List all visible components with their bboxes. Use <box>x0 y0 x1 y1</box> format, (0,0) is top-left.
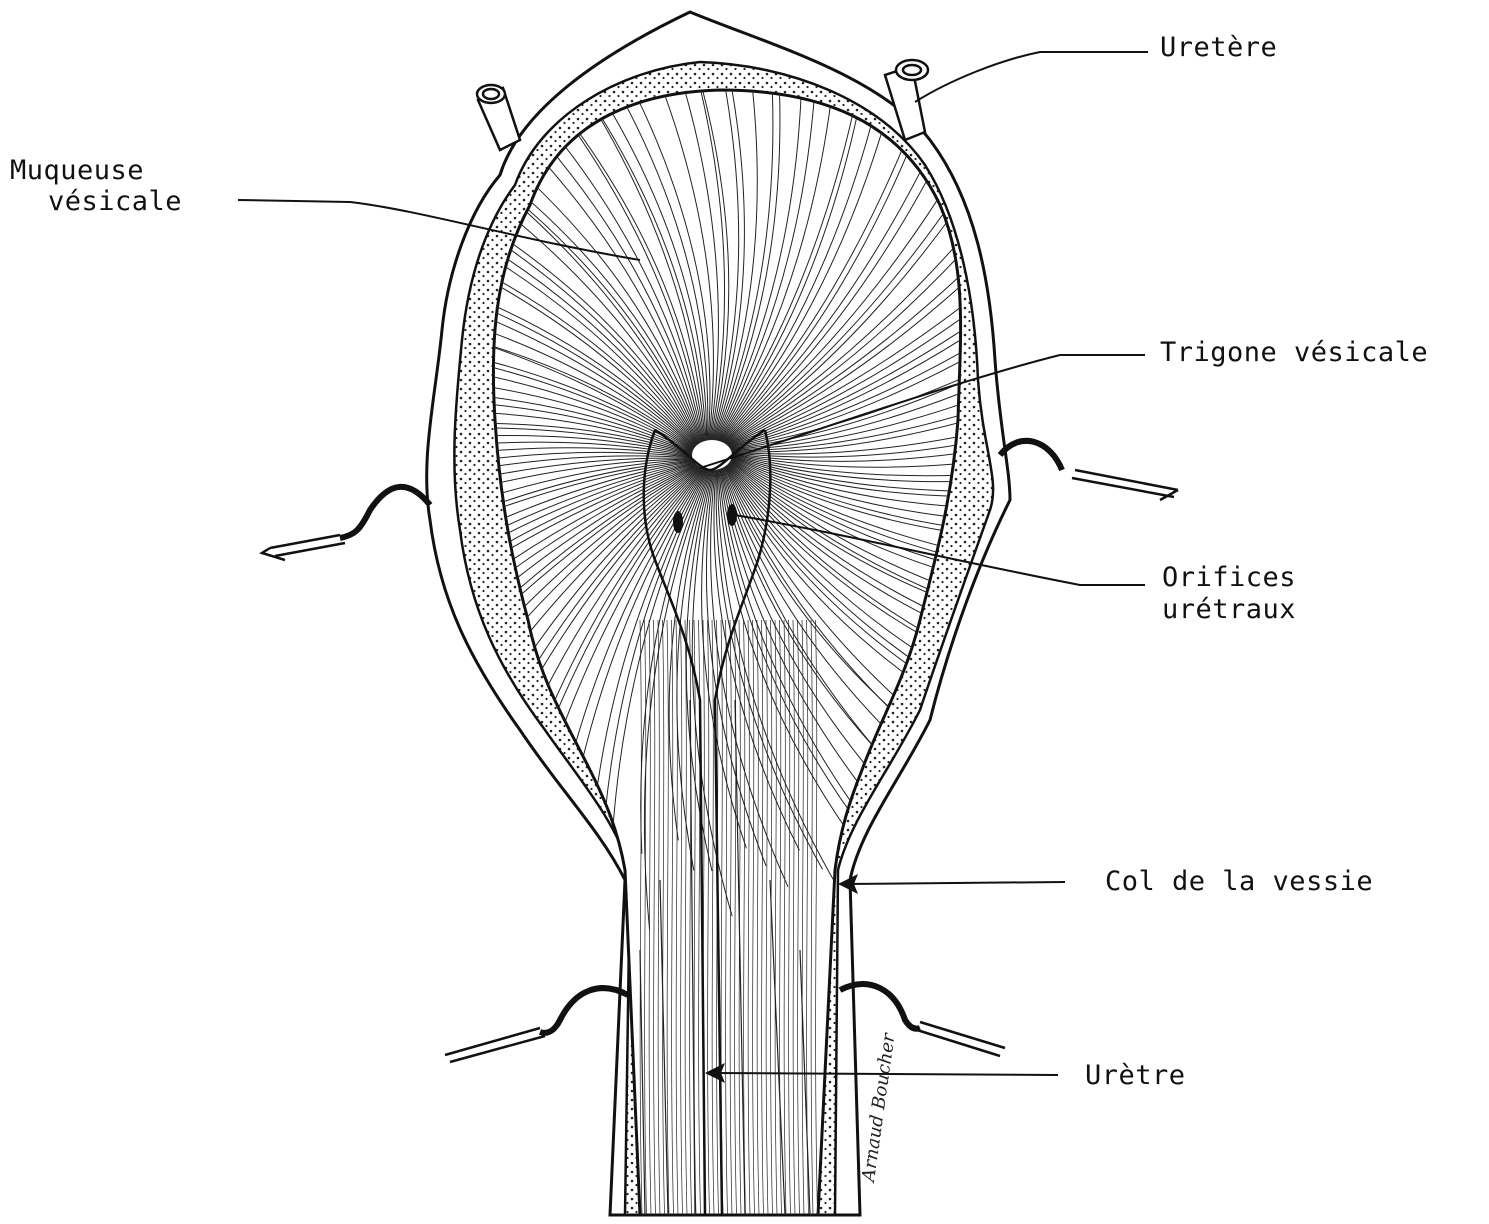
label-uretre: Urètre <box>1085 1060 1186 1092</box>
label-orifices-line2: urétraux <box>1162 594 1296 626</box>
ureter-left <box>477 85 520 150</box>
leader-col <box>845 882 1065 884</box>
label-muqueuse-line1: Muqueuse <box>10 155 144 187</box>
label-uretere: Uretère <box>1160 32 1277 64</box>
label-orifices-line1: Orifices <box>1162 562 1296 594</box>
label-trigone: Trigone vésicale <box>1160 337 1428 369</box>
label-col: Col de la vessie <box>1105 866 1373 898</box>
ureteral-orifice-left <box>673 511 683 533</box>
leader-uretere <box>915 52 1148 102</box>
label-muqueuse-line2: vésicale <box>48 186 182 218</box>
